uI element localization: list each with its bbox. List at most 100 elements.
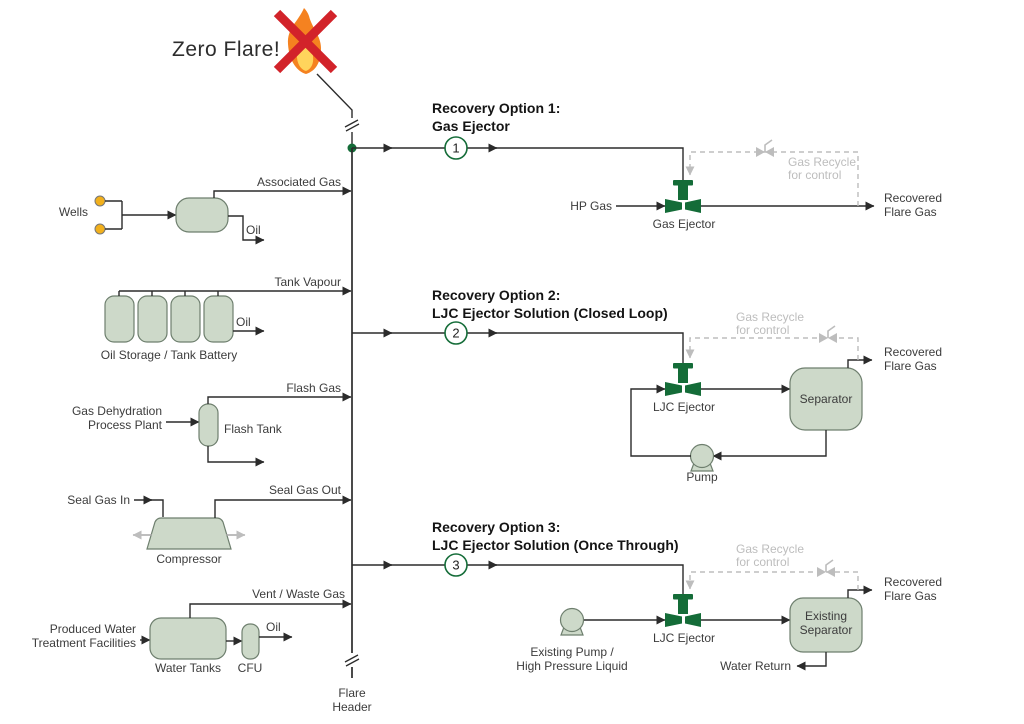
option1-title-1: Recovery Option 1: [432, 100, 560, 116]
option3-recycle-label-1: Gas Recycle [736, 542, 804, 556]
option2-gas-out-line [847, 355, 873, 368]
cfu-oil-label: Oil [266, 620, 281, 634]
ljc-ejector-icon [665, 594, 701, 627]
water-tanks-vessel [149, 617, 227, 660]
flash-tank-vessel [198, 403, 219, 447]
option1-number-badge [444, 136, 468, 160]
compressor-body [146, 517, 232, 550]
option2-title-1: Recovery Option 2: [432, 287, 560, 303]
option2-number: 2 [452, 326, 459, 341]
recycle-valve-icon [816, 559, 836, 578]
storage-tank [170, 295, 201, 343]
ljc-ejector-icon [665, 363, 701, 396]
option3-number-badge [444, 553, 468, 577]
wells-inlet-line [105, 200, 176, 230]
line-break-symbol-top [343, 117, 361, 133]
wellhead-icon [94, 223, 106, 235]
option3-gas-out-line [847, 585, 873, 598]
ljc-ejector-label: LJC Ejector [653, 631, 715, 645]
flare-header-label-2: Header [332, 700, 371, 714]
option2-recovered-label-2: Flare Gas [884, 359, 937, 373]
gas-ejector-label: Gas Ejector [653, 217, 716, 231]
option3-recycle-line [685, 571, 859, 590]
dehydration-label-1: Gas Dehydration [72, 404, 162, 418]
vent-waste-gas-label: Vent / Waste Gas [252, 587, 345, 601]
water-label-2: Treatment Facilities [32, 636, 136, 650]
pump-icon [689, 443, 715, 472]
existing-pump-label-2: High Pressure Liquid [516, 659, 627, 673]
flash-gas-line [207, 392, 352, 404]
option1-title-2: Gas Ejector [432, 118, 510, 134]
tank-vapour-line [118, 291, 351, 296]
existing-pump-icon [559, 607, 585, 636]
option2-liquid-return-line [712, 430, 827, 461]
compressor-source: Seal Gas In Compressor Seal Gas Out [67, 483, 352, 566]
recovery-option-2: Recovery Option 2: LJC Ejector Solution … [432, 287, 942, 484]
wells-oil-label: Oil [246, 223, 261, 237]
option3-recovered-label-1: Recovered [884, 575, 942, 589]
flash-tank-bottoms-line [207, 446, 265, 467]
wellhead-icon [94, 195, 106, 207]
water-treatment-source: Produced Water Treatment Facilities Wate… [32, 587, 352, 675]
zero-flare-title: Zero Flare! [172, 38, 280, 61]
option2-recovered-label-1: Recovered [884, 345, 942, 359]
option-branches: 1 2 3 [352, 136, 684, 594]
line-break-symbol-bottom [343, 652, 361, 668]
wells-source: Wells Associated Gas Oil [59, 175, 352, 245]
recycle-valve-icon [755, 139, 775, 158]
cfu-label: CFU [238, 661, 263, 675]
water-tanks-label: Water Tanks [155, 661, 221, 675]
option3-recovered-label-2: Flare Gas [884, 589, 937, 603]
recovery-option-1: Recovery Option 1: Gas Ejector Gas Eject… [432, 100, 942, 231]
gas-ejector-icon [665, 180, 701, 213]
wells-separator-vessel [175, 197, 229, 233]
option3-title-2: LJC Ejector Solution (Once Through) [432, 537, 679, 553]
cfu-vessel [241, 623, 260, 660]
storage-tank [137, 295, 168, 343]
branch1-to-ejector [494, 147, 684, 180]
water-return-line [796, 652, 827, 671]
flash-gas-label: Flash Gas [286, 381, 341, 395]
dehydration-label-2: Process Plant [88, 418, 163, 432]
separator-label: Separator [800, 392, 853, 406]
seal-gas-out-label: Seal Gas Out [269, 483, 342, 497]
option1-number: 1 [452, 141, 459, 156]
existing-separator-label-2: Separator [800, 623, 853, 637]
option1-recovered-label-2: Flare Gas [884, 205, 937, 219]
tank-oil-label: Oil [236, 315, 251, 329]
option2-number-badge [444, 321, 468, 345]
option2-title-2: LJC Ejector Solution (Closed Loop) [432, 305, 668, 321]
branch3-to-ejector [494, 564, 684, 594]
flash-tank-label: Flash Tank [224, 422, 283, 436]
flare-stack-line [316, 73, 353, 144]
option1-recovered-label-1: Recovered [884, 191, 942, 205]
option3-title-1: Recovery Option 3: [432, 519, 560, 535]
option1-recycle-label-2: for control [788, 168, 841, 182]
existing-separator-label-1: Existing [805, 609, 847, 623]
dehydration-source: Gas Dehydration Process Plant Flash Tank… [72, 381, 352, 467]
existing-pump-label-1: Existing Pump / [530, 645, 614, 659]
tank-battery-label: Oil Storage / Tank Battery [101, 348, 238, 362]
tank-vapour-label: Tank Vapour [275, 275, 342, 289]
option2-motive-line [630, 384, 691, 457]
option1-recycle-label-1: Gas Recycle [788, 155, 856, 169]
storage-tank [104, 295, 135, 343]
ljc-ejector-label: LJC Ejector [653, 400, 715, 414]
seal-gas-in-line [149, 499, 164, 517]
storage-tank [203, 295, 234, 343]
associated-gas-line [213, 186, 352, 198]
pump-label: Pump [686, 470, 718, 484]
option3-number: 3 [452, 558, 459, 573]
recycle-valve-icon [818, 325, 838, 344]
flare-header-label-1: Flare [338, 686, 366, 700]
wells-oil-line [228, 215, 265, 245]
seal-gas-in-label: Seal Gas In [67, 493, 130, 507]
recovery-option-3: Recovery Option 3: LJC Ejector Solution … [432, 519, 942, 673]
tank-battery-source: Tank Vapour Oil Oil Storage / Tank Batte… [101, 275, 351, 362]
branch2-to-ejector [494, 332, 684, 363]
option2-recycle-label-2: for control [736, 323, 789, 337]
water-return-label: Water Return [720, 659, 791, 673]
no-flare-cross-icon [273, 9, 338, 74]
